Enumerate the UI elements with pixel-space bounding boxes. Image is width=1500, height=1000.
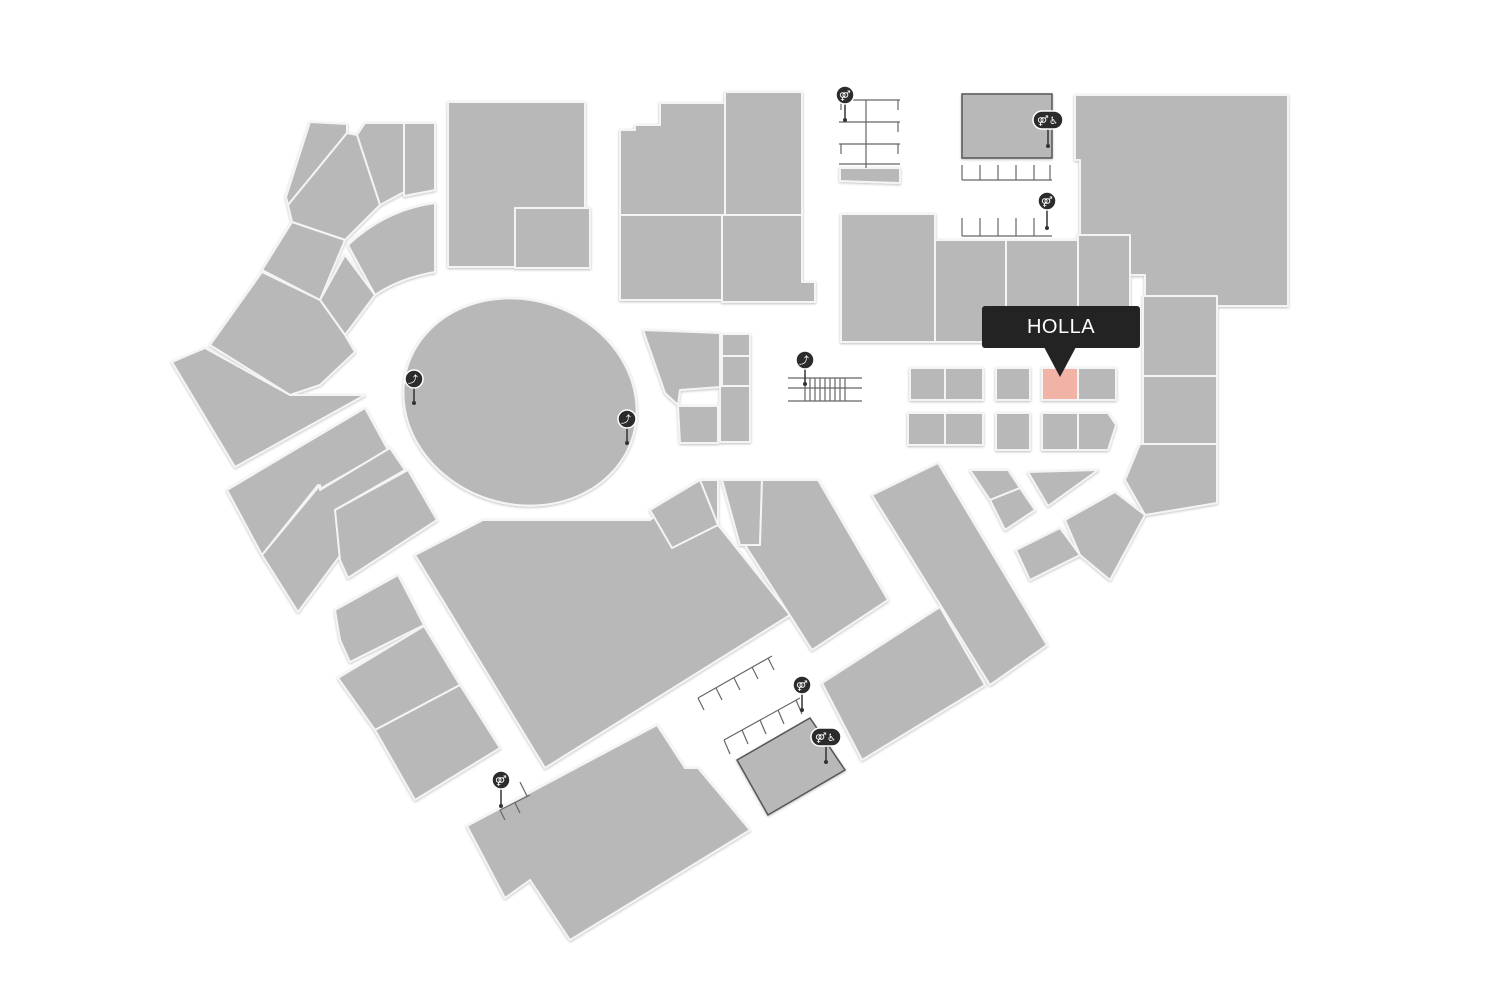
store-unit[interactable] (261, 447, 406, 613)
store-unit[interactable] (995, 412, 1031, 451)
restroom-icon: ⚤ (839, 90, 851, 102)
store-unit[interactable] (334, 469, 438, 579)
store-tooltip: HOLLA (982, 306, 1140, 348)
store-unit[interactable] (944, 367, 984, 401)
store-unit[interactable] (347, 202, 436, 296)
escalator-icon: ⤴ (799, 354, 809, 367)
store-unit[interactable] (839, 167, 901, 184)
store-unit[interactable] (619, 214, 723, 301)
restroom-corridor-east (961, 165, 1052, 237)
store-unit[interactable] (840, 213, 936, 343)
store-unit[interactable] (821, 606, 986, 761)
store-unit[interactable] (1077, 234, 1131, 311)
store-unit[interactable] (871, 462, 1048, 686)
store-unit[interactable] (1077, 412, 1117, 451)
store-unit[interactable] (466, 724, 751, 941)
accessible-restroom-pin[interactable]: ⚤ ♿ (810, 727, 842, 764)
escalator-icon: ⤴ (621, 413, 631, 426)
store-tooltip-label: HOLLA (1026, 315, 1096, 338)
restroom-icon: ⚤ (815, 732, 827, 744)
store-unit[interactable] (989, 487, 1036, 531)
restroom-pin[interactable]: ⚤ (792, 675, 812, 712)
store-unit[interactable] (995, 367, 1031, 401)
accessible-restroom-icon: ♿ (1049, 116, 1058, 127)
store-unit[interactable] (649, 479, 719, 549)
store-unit[interactable] (642, 329, 721, 406)
store-unit[interactable] (1124, 443, 1218, 516)
escalator-pin[interactable]: ⤴ (617, 409, 637, 445)
store-unit[interactable] (907, 412, 946, 446)
escalator-icon: ⤴ (408, 373, 418, 386)
atrium-court[interactable] (376, 269, 663, 536)
store-unit[interactable] (721, 479, 763, 546)
escalator-stairs (788, 377, 862, 402)
store-unit[interactable] (744, 479, 889, 651)
store-unit[interactable] (403, 122, 436, 197)
restroom-pin[interactable]: ⚤ (1037, 191, 1057, 230)
restroom-pin[interactable]: ⚤ (835, 85, 855, 122)
store-unit[interactable] (1142, 375, 1218, 445)
store-unit[interactable] (1077, 367, 1117, 401)
escalator-pin[interactable]: ⤴ (795, 350, 815, 386)
store-unit[interactable] (334, 574, 425, 663)
store-unit[interactable] (514, 207, 591, 269)
store-unit[interactable] (961, 93, 1053, 159)
store-unit[interactable] (1027, 469, 1099, 507)
store-unit[interactable] (1142, 295, 1218, 377)
store-unit[interactable] (721, 333, 751, 357)
restroom-corridor-south (499, 655, 803, 821)
store-unit[interactable] (909, 367, 946, 401)
store-tooltip-pointer (1044, 347, 1076, 377)
store-unit[interactable] (171, 347, 366, 468)
store-unit[interactable] (1005, 239, 1079, 311)
store-unit[interactable] (356, 122, 405, 206)
store-unit[interactable] (1064, 491, 1146, 581)
restroom-icon: ⚤ (1037, 115, 1049, 127)
store-unit[interactable] (724, 91, 803, 216)
accessible-restroom-icon: ♿ (827, 733, 836, 744)
restroom-icon: ⚤ (1041, 196, 1053, 208)
store-unit[interactable] (944, 412, 984, 446)
store-unit[interactable] (1041, 412, 1079, 451)
store-unit[interactable] (414, 479, 791, 769)
restroom-corridor-top (839, 99, 900, 168)
escalator-pin[interactable]: ⤴ (404, 369, 424, 405)
accessible-restroom-pin[interactable]: ⚤ ♿ (1032, 110, 1064, 148)
store-unit[interactable] (677, 405, 719, 444)
store-unit[interactable] (719, 385, 751, 443)
restroom-icon: ⚤ (796, 680, 808, 692)
store-unit[interactable] (209, 271, 356, 396)
store-unit[interactable] (1015, 527, 1081, 581)
store-unit[interactable] (374, 684, 501, 801)
store-unit[interactable] (721, 355, 751, 387)
store-unit[interactable] (721, 214, 816, 303)
restroom-pin[interactable]: ⚤ (491, 770, 511, 808)
store-unit[interactable] (619, 102, 726, 216)
restroom-icon: ⚤ (495, 775, 507, 787)
